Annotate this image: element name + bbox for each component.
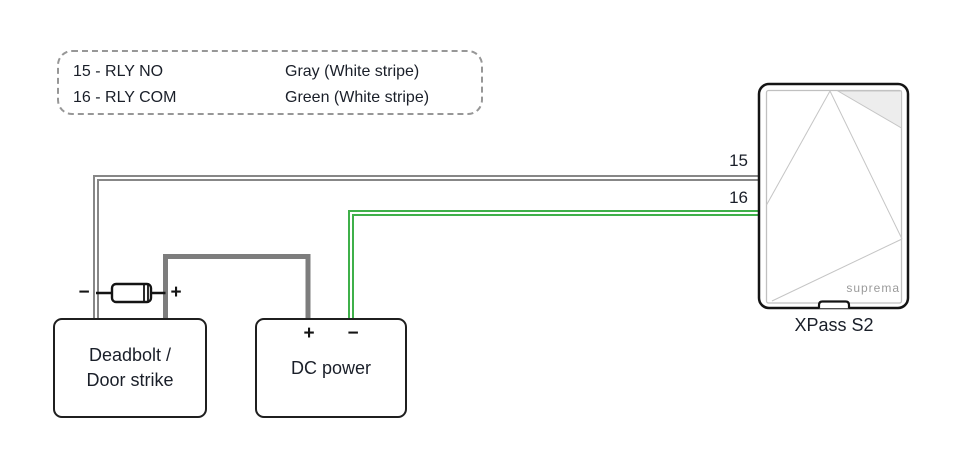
diode-cathode-band xyxy=(143,284,149,302)
device-pattern-line xyxy=(766,90,831,206)
deadbolt-plus-sign: + xyxy=(170,282,182,303)
diode xyxy=(96,282,166,304)
legend-wire-label: Green (White stripe) xyxy=(285,89,430,106)
device-mount-notch xyxy=(817,300,851,309)
wire-label-16: 16 xyxy=(729,188,748,207)
legend-wire-label: Gray (White stripe) xyxy=(285,63,420,80)
wire-label-15: 15 xyxy=(729,151,748,170)
power-wire xyxy=(163,254,311,322)
legend-pin-label: 15 - RLY NO xyxy=(73,63,164,80)
device-pattern-line xyxy=(771,238,903,302)
legend-pin-label: 16 - RLY COM xyxy=(73,89,177,106)
deadbolt-box: Deadbolt / Door strike xyxy=(53,318,207,418)
deadbolt-label-line1: Deadbolt / xyxy=(88,345,172,365)
device-pattern-line xyxy=(829,90,903,240)
deadbolt-minus-sign: − xyxy=(78,282,90,303)
device-corner-accent xyxy=(836,90,902,129)
dc-power-plus-sign: + xyxy=(303,323,315,344)
legend-box: 15 - RLY NO Gray (White stripe) 16 - RLY… xyxy=(57,50,483,115)
legend-row: 15 - RLY NO Gray (White stripe) xyxy=(59,59,481,85)
dc-power-box: + − DC power xyxy=(255,318,407,418)
relay-com-wire xyxy=(348,210,762,322)
relay-com-wire-stripe xyxy=(350,212,762,322)
device-name-label: XPass S2 xyxy=(794,315,874,335)
deadbolt-label-line2: Door strike xyxy=(86,370,174,390)
legend-row: 16 - RLY COM Green (White stripe) xyxy=(59,85,481,111)
diode-body xyxy=(110,282,153,304)
dc-power-minus-sign: − xyxy=(347,323,359,344)
xpass-device xyxy=(757,82,910,310)
suprema-logo: suprema xyxy=(846,281,900,295)
relay-no-wire-stripe xyxy=(95,177,762,322)
relay-no-wire xyxy=(93,175,762,322)
dc-power-label: DC power xyxy=(290,357,372,378)
